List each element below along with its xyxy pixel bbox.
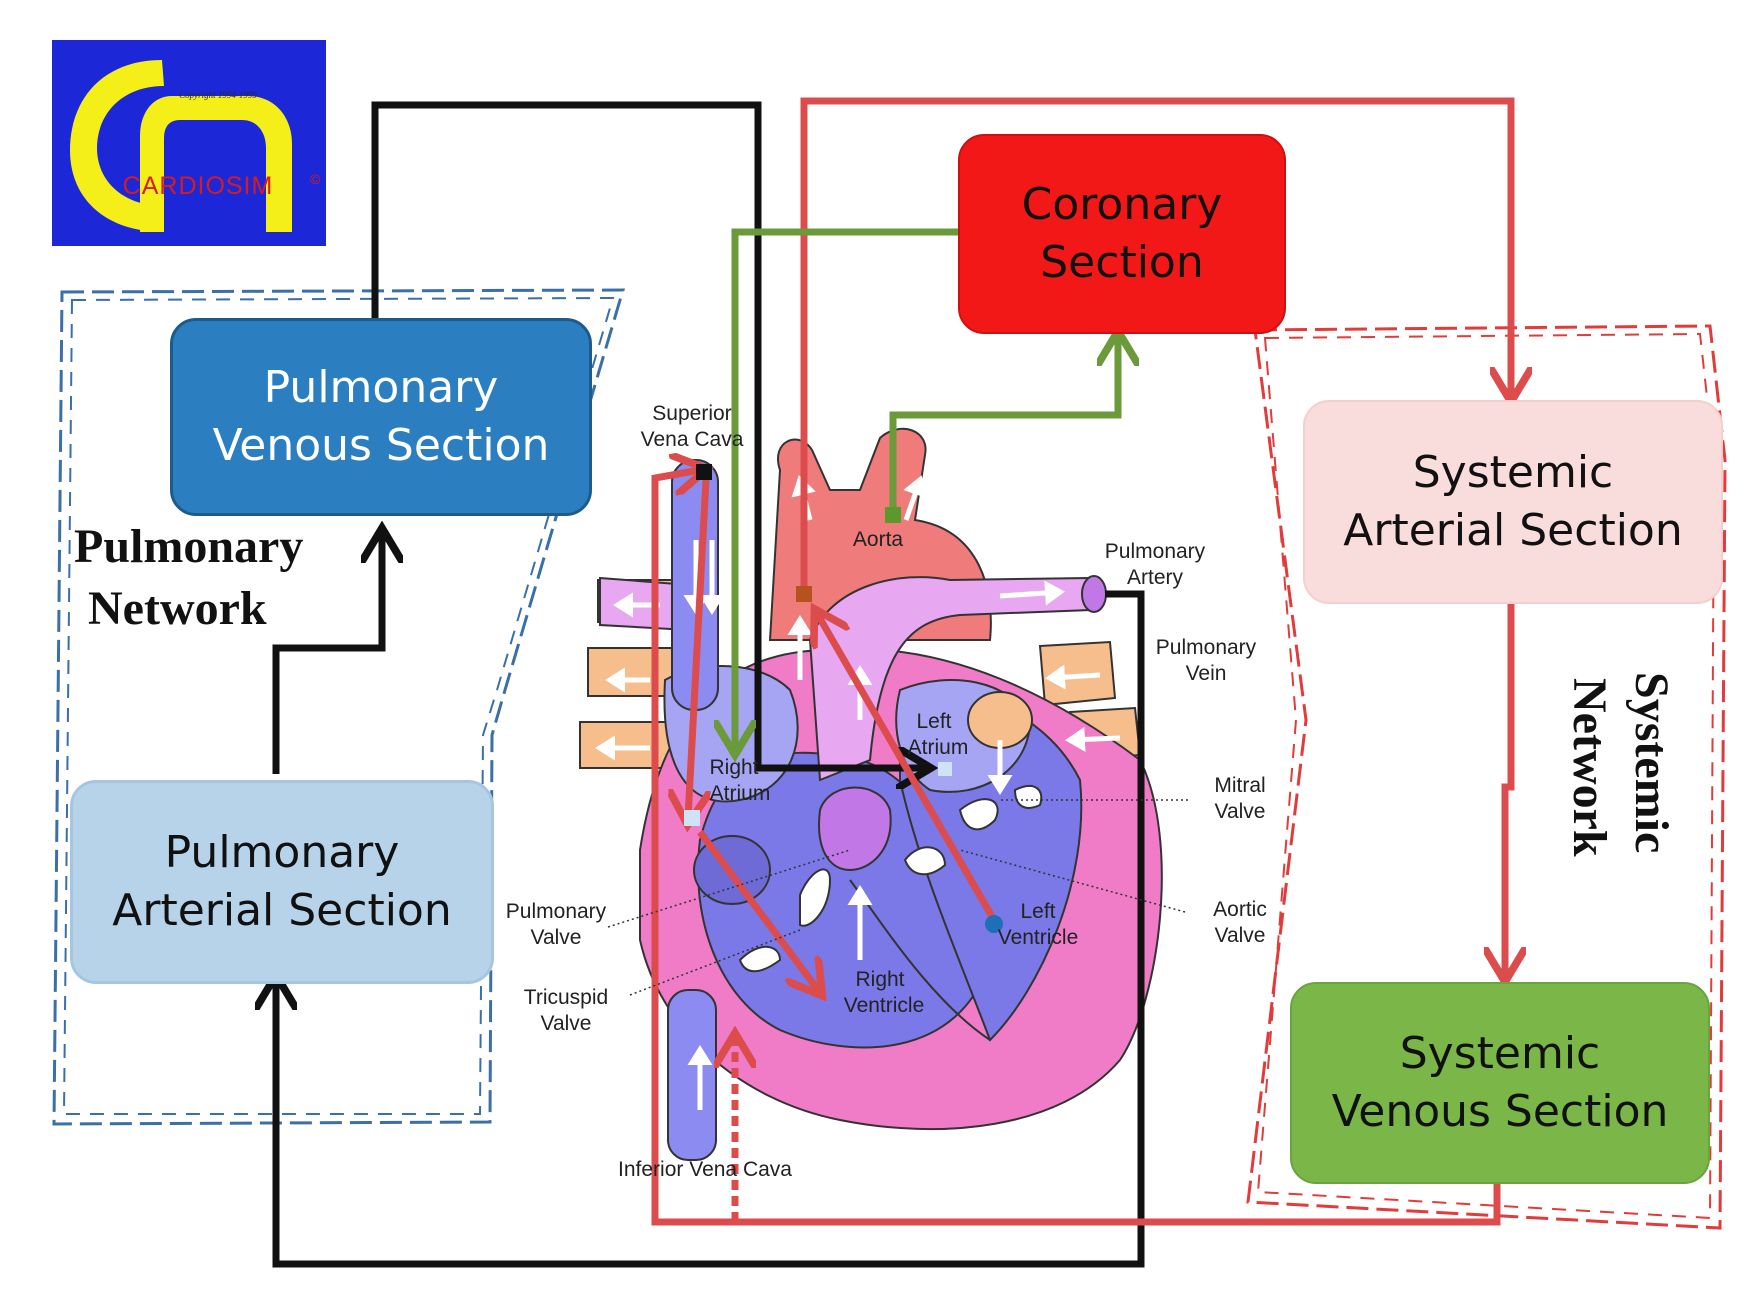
section-title-line1: Coronary (1021, 178, 1223, 230)
svc-node-marker (696, 464, 712, 480)
systemic-network-title: Systemic Network (1557, 664, 1682, 857)
section-title-line1: Pulmonary (164, 826, 400, 878)
systemic-venous-section: Systemic Venous Section (1290, 982, 1710, 1184)
section-title-line2: Arterial Section (1343, 505, 1683, 556)
pulmonary-network-title: Pulmonary Network (74, 516, 303, 641)
flow-line-red (651, 470, 1501, 1226)
tricuspid-valve-icon (738, 868, 832, 973)
flow-line-red (697, 829, 818, 990)
coronary-flow-lines (735, 228, 1118, 748)
systemic-network-border (1246, 324, 1727, 1230)
pulmonary-venous-section: Pulmonary Venous Section (170, 318, 592, 516)
section-title-line2: Venous Section (1331, 1086, 1669, 1137)
section-title-line1: Systemic (1399, 1027, 1601, 1079)
logo-copyright: Copyright 1994-1999 (179, 90, 257, 100)
cardiosim-logo: Copyright 1994-1999 CARDIOSIM © (52, 40, 326, 246)
pulmonary-flow-lines (272, 101, 1145, 1268)
label-aorta: Aorta (853, 528, 904, 551)
pulmonary-artery-end-icon (1081, 575, 1107, 613)
flow-line-red (1505, 600, 1511, 975)
left-ventricle-node-marker (985, 915, 1003, 933)
logo-wordmark: CARDIOSIM (123, 172, 274, 200)
flow-arrow-icon (1065, 726, 1121, 752)
flow-line-green (735, 228, 958, 748)
aortic-valve-icon (903, 846, 947, 876)
flow-line-red (688, 479, 706, 818)
section-title-line2: Venous Section (212, 420, 550, 471)
pulmonary-arterial-section: Pulmonary Arterial Section (70, 780, 494, 984)
flow-arrow-icon (1045, 664, 1101, 690)
pulmonary-network-border (52, 288, 626, 1126)
label-inferior-vena-cava: Inferior Vena Cava (618, 1158, 792, 1181)
flow-line-red (818, 615, 998, 922)
mitral-valve-icon (958, 785, 1043, 831)
leader-line (629, 929, 801, 996)
leader-line (959, 849, 1186, 913)
left-atrium-pad-icon (967, 691, 1033, 749)
coronary-node-marker (885, 507, 901, 523)
systemic-network-border-inner (1256, 332, 1716, 1220)
network-title-line1: Pulmonary (74, 520, 304, 573)
coronary-section: Coronary Section (958, 134, 1286, 334)
section-title-line2: Arterial Section (112, 885, 452, 936)
systemic-arterial-section: Systemic Arterial Section (1303, 400, 1723, 604)
flow-line-black (276, 590, 1145, 1268)
pulmonary-valve-icon (818, 786, 892, 872)
section-title-line1: Systemic (1412, 446, 1614, 498)
pulmonary-network-border-inner (62, 296, 615, 1115)
network-title-line1: Systemic (1625, 672, 1678, 854)
flow-line-red (800, 97, 1511, 590)
leader-lines (607, 799, 1188, 996)
aorta-node-marker (796, 586, 812, 602)
logo-registered: © (310, 171, 321, 187)
flow-arrow-icon (999, 580, 1065, 606)
network-title-line2: Network (88, 582, 267, 636)
flow-line-black (272, 535, 382, 774)
left-atrium-node-marker (938, 762, 952, 776)
flow-line-green (889, 338, 1118, 515)
pulmonary-artery-icon (808, 576, 1091, 782)
right-atrium-node-marker (684, 810, 700, 826)
leader-line (607, 849, 851, 928)
logo-letters-icon: Copyright 1994-1999 CARDIOSIM © (70, 60, 321, 232)
section-title-line2: Section (1040, 237, 1204, 288)
flow-arrow-icon (903, 475, 927, 521)
inferior-vena-cava-icon (667, 989, 717, 1161)
network-title-line2: Network (1562, 678, 1616, 857)
section-title-line1: Pulmonary (263, 361, 499, 413)
systemic-flow-lines (651, 97, 1511, 1226)
flow-line-black (371, 101, 924, 768)
